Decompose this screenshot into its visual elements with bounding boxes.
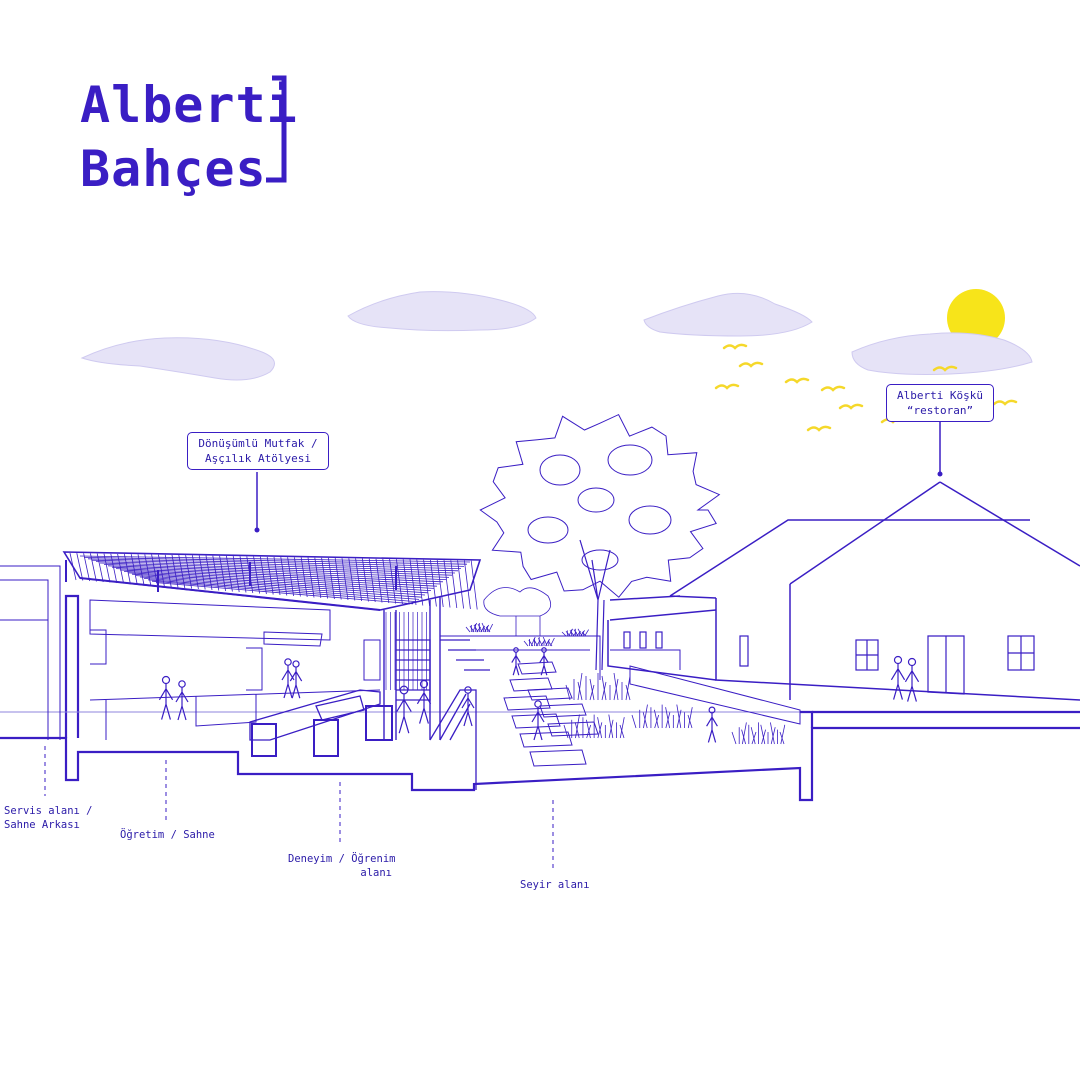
zone-experience-line1: Deneyim / Öğrenim <box>288 853 396 865</box>
kitchen-callout: Dönüşümlü Mutfak / Aşçılık Atölyesi <box>187 432 329 470</box>
cloud-icon <box>851 332 1033 375</box>
bird-icon <box>932 365 958 372</box>
shrub-icon <box>565 672 631 701</box>
shrub-icon <box>465 622 494 633</box>
kosk-callout-line1: Alberti Köşkü <box>896 389 984 402</box>
zone-teaching-line1: Öğretim / Sahne <box>120 829 215 841</box>
tree-leaf-cluster <box>581 549 619 571</box>
tree-crown <box>479 413 721 598</box>
left-context <box>0 565 381 740</box>
paver <box>527 687 573 701</box>
kitchen-counters <box>249 689 393 757</box>
kitchen-callout-line2: Aşçılık Atölyesi <box>205 452 311 465</box>
people-figures <box>158 647 920 743</box>
person-icon <box>289 660 303 699</box>
person-icon <box>461 686 475 727</box>
person-icon <box>396 685 412 734</box>
zone-service-line2: Sahne Arkası <box>4 819 80 831</box>
bird-icon <box>784 377 810 384</box>
paver <box>517 661 557 675</box>
garden-shrubs <box>465 622 786 745</box>
zone-label-teaching: Öğretim / Sahne <box>120 828 215 842</box>
paver <box>547 721 599 737</box>
bird-icon <box>806 425 832 432</box>
kosk-callout-line2: “restoran” <box>906 404 974 417</box>
title-bracket <box>266 75 287 183</box>
bird-icon <box>992 399 1018 406</box>
bird-icon <box>738 361 764 368</box>
paver <box>519 731 573 748</box>
person-icon <box>158 675 174 720</box>
title-line-1: Alberti <box>80 76 298 134</box>
person-icon <box>511 647 521 676</box>
zone-viewing-line1: Seyir alanı <box>520 879 590 891</box>
bird-icon <box>820 385 846 392</box>
tree-leaf-cluster <box>628 505 672 535</box>
person-icon <box>281 658 295 699</box>
stepped-seating <box>396 639 490 790</box>
zone-experience-line2: alanı <box>360 867 392 879</box>
tree-leaf-cluster <box>527 516 569 544</box>
shrub-icon <box>561 628 590 637</box>
kosk-building <box>607 481 1080 701</box>
person-icon <box>531 700 545 741</box>
tree-icon <box>579 539 611 671</box>
kosk-callout: Alberti Köşkü “restoran” <box>886 384 994 422</box>
paver <box>529 749 587 767</box>
tree-leaf-cluster <box>539 454 581 486</box>
zone-leaders <box>44 746 554 870</box>
shrub-icon <box>563 714 625 739</box>
sun-icon <box>947 289 1005 347</box>
cloud-icon <box>643 292 813 337</box>
zone-service-line1: Servis alanı / <box>4 805 93 817</box>
shrub-icon <box>523 636 555 647</box>
distant-trees <box>483 587 552 636</box>
bird-icon <box>714 383 740 390</box>
tree-crown-outline <box>479 413 721 598</box>
zone-label-experience: Deneyim / Öğrenim alanı <box>288 852 396 880</box>
person-icon <box>416 679 432 724</box>
garden-pavers <box>503 661 599 767</box>
pergola-roof <box>62 551 482 740</box>
background-terraces <box>440 635 801 725</box>
shrub-icon <box>731 722 786 745</box>
title-line-2: Bahçes <box>80 140 267 198</box>
tree-leaf-cluster <box>607 444 653 476</box>
cloud-icon <box>80 337 275 381</box>
person-icon <box>539 647 549 676</box>
person-icon <box>904 657 920 702</box>
zone-label-service: Servis alanı / Sahne Arkası <box>4 804 93 832</box>
kitchen-callout-line1: Dönüşümlü Mutfak / <box>198 437 318 450</box>
bird-icon <box>838 403 864 410</box>
zone-label-viewing: Seyir alanı <box>520 878 590 892</box>
shrub-icon <box>631 704 693 729</box>
person-icon <box>175 680 189 721</box>
cloud-icon <box>347 291 537 332</box>
kosk-windows <box>623 631 1035 695</box>
paver <box>539 703 587 718</box>
tree-leaf-cluster <box>577 487 615 513</box>
paver <box>503 695 551 711</box>
paver <box>511 713 561 729</box>
bird-icon <box>722 343 748 350</box>
person-icon <box>706 706 718 743</box>
person-icon <box>890 655 906 700</box>
